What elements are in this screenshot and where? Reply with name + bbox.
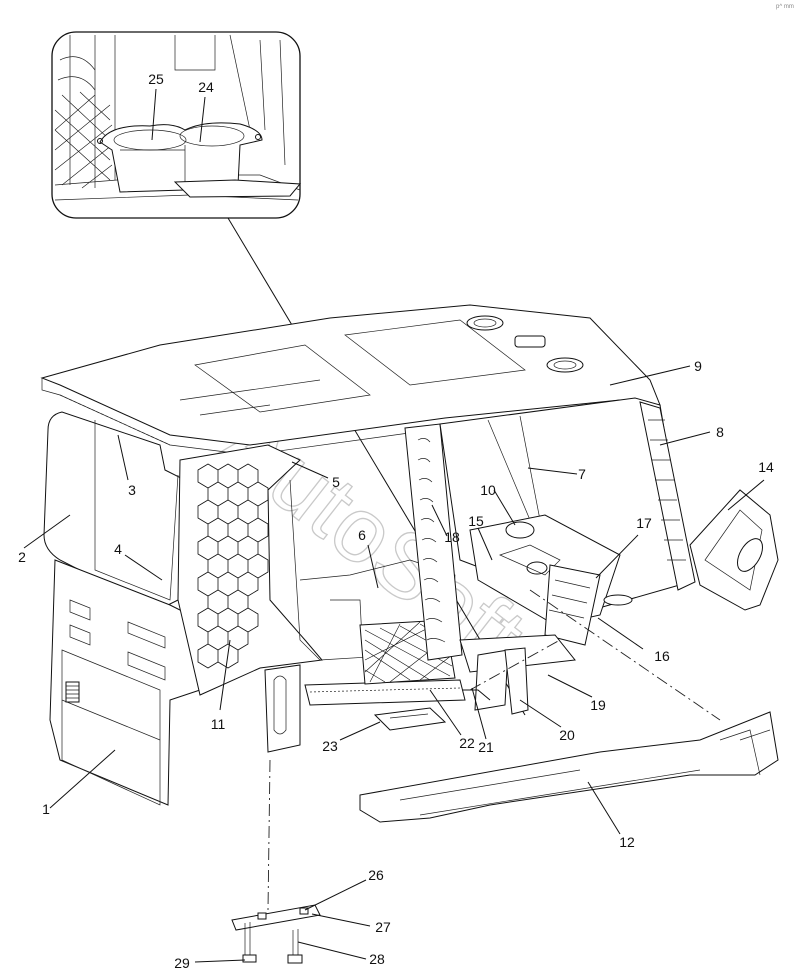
hex-mesh: [197, 463, 269, 669]
callout-27: 27: [375, 919, 391, 935]
inset-frame: [51, 31, 301, 219]
bottom-rail: [359, 711, 779, 823]
callout-17: 17: [636, 515, 652, 531]
detail-inset: [51, 31, 302, 219]
callout-28: 28: [369, 951, 385, 967]
callout-5: 5: [332, 474, 340, 490]
callout-7: 7: [578, 466, 586, 482]
callout-labels: 1 2 3 4 5 6 7 8 9 10 11 12 14 15 16 17 1…: [18, 71, 774, 971]
front-post: [404, 423, 463, 661]
right-seal-strip: [639, 401, 696, 591]
callout-1: 1: [42, 801, 50, 817]
callout-9: 9: [694, 358, 702, 374]
cup-holder-part: [99, 122, 263, 193]
callout-21: 21: [478, 739, 494, 755]
inset-leader-line: [227, 217, 526, 716]
floor-mat: [304, 679, 466, 706]
callout-23: 23: [322, 738, 338, 754]
callout-12: 12: [619, 834, 635, 850]
bottom-bracket: [231, 904, 321, 964]
callout-15: 15: [468, 513, 484, 529]
cab-assembly: [40, 304, 779, 911]
callout-6: 6: [358, 527, 366, 543]
callout-26: 26: [368, 867, 384, 883]
callout-18: 18: [444, 529, 460, 545]
callout-22: 22: [459, 735, 475, 751]
pedal-part: [373, 707, 447, 731]
bracket-plate: [231, 904, 321, 931]
callout-10: 10: [480, 482, 496, 498]
callout-25: 25: [148, 71, 164, 87]
callout-3: 3: [128, 482, 136, 498]
corner-mark: p^ mm: [776, 4, 794, 10]
callout-8: 8: [716, 424, 724, 440]
callout-20: 20: [559, 727, 575, 743]
callout-4: 4: [114, 541, 122, 557]
callout-24: 24: [198, 79, 214, 95]
callout-29: 29: [174, 955, 190, 971]
hex-mesh-post: [177, 444, 323, 696]
callout-16: 16: [654, 648, 670, 664]
callout-2: 2: [18, 549, 26, 565]
side-bracket: [689, 489, 779, 611]
callout-19: 19: [590, 697, 606, 713]
callout-11: 11: [211, 716, 226, 732]
inset-mesh: [54, 35, 116, 189]
callout-14: 14: [758, 459, 774, 475]
leader-lines: [23, 88, 765, 963]
